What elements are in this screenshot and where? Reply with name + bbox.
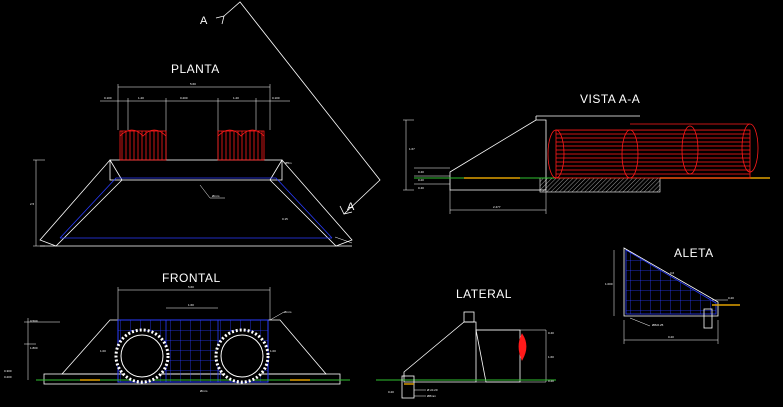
vista-wing-wall bbox=[449, 119, 547, 191]
aleta-footing bbox=[703, 308, 713, 329]
vista-bedding bbox=[539, 177, 661, 193]
svg-text:0.40: 0.40 bbox=[418, 186, 424, 190]
svg-text:1.67: 1.67 bbox=[409, 147, 415, 151]
lateral-section bbox=[475, 329, 521, 383]
planta-headwall bbox=[109, 159, 283, 181]
lateral-footing bbox=[401, 375, 415, 399]
frontal-pipe-left bbox=[114, 328, 170, 384]
svg-text:0.300: 0.300 bbox=[4, 369, 12, 373]
svg-text:0.20: 0.20 bbox=[728, 296, 734, 300]
svg-text:5.60: 5.60 bbox=[188, 285, 194, 289]
svg-text:2.5: 2.5 bbox=[30, 202, 35, 206]
svg-text:0.40: 0.40 bbox=[548, 331, 554, 335]
lateral-cap bbox=[463, 311, 475, 323]
planta-title: PLANTA bbox=[171, 62, 220, 76]
svg-text:0.500: 0.500 bbox=[30, 319, 38, 323]
vista-pipe bbox=[547, 123, 759, 179]
svg-text:0.100: 0.100 bbox=[272, 96, 280, 100]
planta-view: PLANTA 5.60 0.100 1.20 0.200 1.20 0.100 … bbox=[30, 1, 381, 247]
section-mark-bottom: A bbox=[347, 201, 355, 213]
svg-text:Ø c0.20: Ø c0.20 bbox=[427, 388, 438, 392]
svg-text:0.100: 0.100 bbox=[104, 96, 112, 100]
svg-text:1.000: 1.000 bbox=[605, 282, 613, 286]
vista-aa-title: VISTA A-A bbox=[580, 92, 640, 106]
planta-pipe-left bbox=[119, 129, 167, 161]
svg-text:Ø5m: Ø5m bbox=[285, 161, 292, 165]
lateral-title: LATERAL bbox=[456, 287, 512, 301]
vista-dimensions: 1.67 0.40 0.20 0.40 2.477 bbox=[403, 119, 547, 214]
aleta-title: ALETA bbox=[674, 246, 714, 260]
svg-text:0.20: 0.20 bbox=[418, 178, 424, 182]
svg-text:0.20: 0.20 bbox=[388, 390, 394, 394]
svg-text:Ømm: Ømm bbox=[200, 389, 208, 393]
lateral-view: LATERAL 0.40 1.60 0.20 Ø c0.20 Ø8mm 0.20 bbox=[376, 287, 556, 399]
svg-text:2.477: 2.477 bbox=[493, 205, 501, 209]
svg-text:0.6: 0.6 bbox=[670, 271, 675, 275]
frontal-title: FRONTAL bbox=[162, 271, 221, 285]
svg-text:0.200: 0.200 bbox=[180, 96, 188, 100]
svg-text:5.60: 5.60 bbox=[190, 82, 196, 86]
frontal-dimensions: 5.60 1.60 0.500 1.800 0.300 0.200 Ømm Øm… bbox=[4, 285, 292, 393]
svg-text:0.200: 0.200 bbox=[4, 375, 12, 379]
lateral-pipe bbox=[518, 333, 527, 361]
aleta-outline bbox=[623, 247, 719, 317]
svg-text:Ømm: Ømm bbox=[212, 194, 220, 198]
planta-dimensions: 5.60 0.100 1.20 0.200 1.20 0.100 2.5 bbox=[30, 82, 290, 247]
svg-text:Ømm: Ømm bbox=[284, 310, 292, 314]
svg-text:1.00: 1.00 bbox=[100, 349, 106, 353]
svg-text:0.40: 0.40 bbox=[418, 170, 424, 174]
section-mark-top: A bbox=[200, 15, 208, 27]
svg-text:1.800: 1.800 bbox=[30, 346, 38, 350]
frontal-pipe-right bbox=[214, 328, 270, 384]
svg-text:1.00: 1.00 bbox=[270, 349, 276, 353]
planta-pipe-right bbox=[217, 129, 265, 161]
svg-text:1.20: 1.20 bbox=[233, 96, 239, 100]
svg-text:0.20: 0.20 bbox=[548, 379, 554, 383]
frontal-view: FRONTAL 5.60 1.60 0.500 1.800 0.300 0.20… bbox=[4, 271, 350, 393]
lateral-wing-wall bbox=[403, 321, 477, 383]
svg-text:1.60: 1.60 bbox=[548, 355, 554, 359]
svg-text:1.60: 1.60 bbox=[188, 303, 194, 307]
aleta-view: ALETA 1.000 0.20 Ø8c0.25 0.20 0.6 bbox=[605, 246, 740, 344]
svg-text:0.20: 0.20 bbox=[668, 335, 674, 339]
section-cut-aa: A A bbox=[200, 1, 381, 215]
svg-text:Ø8mm: Ø8mm bbox=[427, 394, 437, 398]
svg-text:1.20: 1.20 bbox=[138, 96, 144, 100]
svg-text:Ø8c0.25: Ø8c0.25 bbox=[652, 323, 664, 327]
vista-aa-view: VISTA A-A 1.67 0.40 0.20 0.40 2.477 bbox=[403, 92, 770, 214]
planta-rebar bbox=[59, 177, 333, 239]
aleta-rebar-grid bbox=[625, 249, 717, 315]
svg-text:0.15: 0.15 bbox=[282, 217, 288, 221]
